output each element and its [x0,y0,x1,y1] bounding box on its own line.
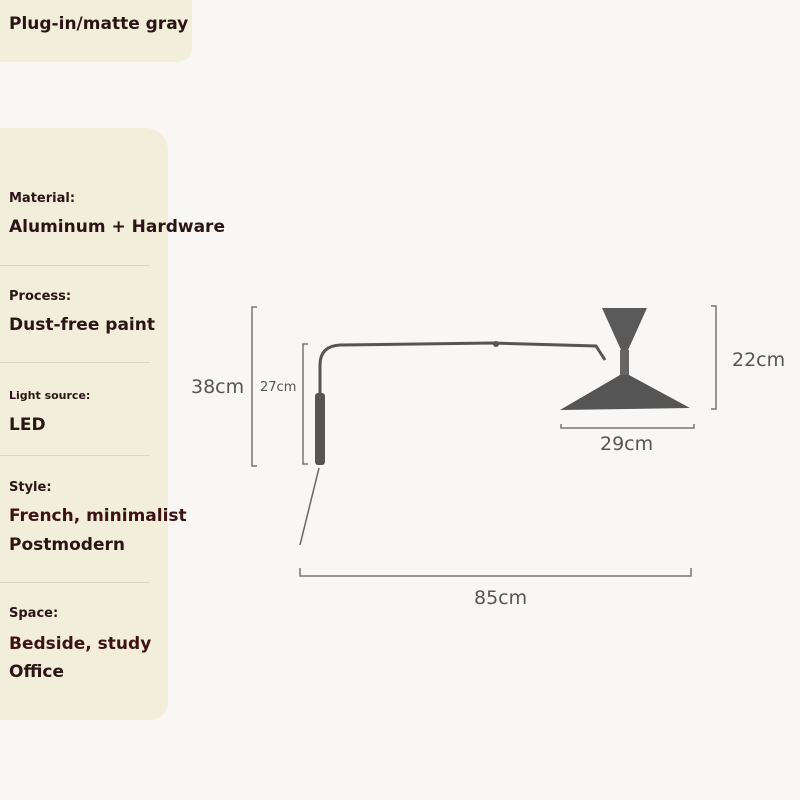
spec-value-material: Aluminum + Hardware [9,217,225,237]
spec-panel [0,128,168,720]
divider [0,455,150,456]
dim-arm-length: 85cm [474,587,528,609]
dim-total-height: 38cm [191,376,245,398]
divider [0,362,150,363]
spec-value-light: LED [9,415,46,435]
spec-label-light: Light source: [9,389,91,402]
spec-label-process: Process: [9,289,72,304]
dim-backplate-height: 27cm [260,380,297,395]
dimension-lines [251,305,717,577]
spec-label-space: Space: [9,606,59,621]
spec-value-space-2: Office [9,662,65,682]
dim-shade-height: 22cm [732,349,786,371]
finish-banner [0,0,192,62]
finish-label: Plug-in/matte gray [9,14,189,34]
spec-value-process: Dust-free paint [9,315,155,335]
spec-value-style-1: French, minimalist [9,506,187,526]
divider [0,265,150,266]
divider [0,582,150,583]
wall-lamp-icon [299,308,690,546]
spec-label-material: Material: [9,191,76,206]
spec-value-space-1: Bedside, study [9,634,152,654]
spec-value-style-2: Postmodern [9,535,125,555]
dim-shade-width: 29cm [600,433,654,455]
spec-label-style: Style: [9,480,52,495]
